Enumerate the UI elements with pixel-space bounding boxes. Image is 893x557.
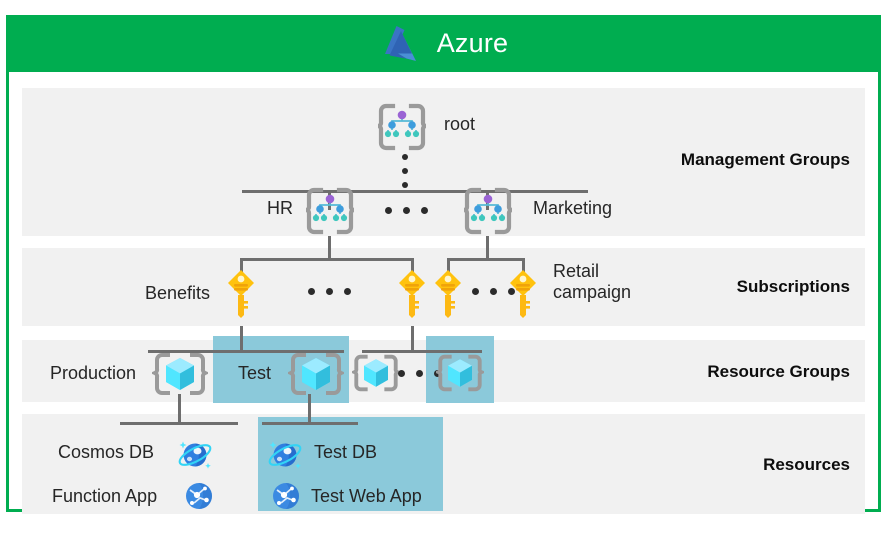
- section-label-resource-groups: Resource Groups: [707, 362, 850, 381]
- connector-production-bus: [120, 422, 238, 425]
- app-title: Azure: [436, 28, 509, 58]
- subscriptions-ellipsis-left: [308, 288, 351, 295]
- connector-sub-bus-left-2: [240, 258, 414, 261]
- section-label-management-groups: Management Groups: [680, 150, 850, 169]
- resource-group-cube-icon[interactable]: [288, 350, 344, 398]
- resource-group-cube-icon[interactable]: [152, 350, 208, 398]
- benefits-label: Benefits: [145, 283, 211, 303]
- connector-mg-bus: [242, 190, 588, 193]
- resource-group-cube-icon[interactable]: [436, 352, 484, 394]
- connector-sub3-down: [411, 326, 414, 352]
- management-groups-ellipsis: [385, 207, 428, 214]
- connector-rg-bus-right: [362, 350, 482, 353]
- resource-group-cube-icon[interactable]: [352, 352, 400, 394]
- root-label: root: [444, 114, 476, 134]
- section-label-resources: Resources: [763, 455, 850, 474]
- connector-sub-4: [447, 258, 450, 272]
- management-groups-vertical-ellipsis: [402, 154, 408, 188]
- function-app-label: Function App: [52, 486, 158, 506]
- connector-benefits-down: [240, 326, 243, 352]
- connector-sub-3: [411, 258, 414, 272]
- test-resource-group-label: Test: [238, 363, 272, 383]
- connector-rg-bus-left: [148, 350, 344, 353]
- function-app-icon[interactable]: [182, 479, 216, 513]
- section-management-groups: [22, 88, 865, 236]
- connector-test-bus: [262, 422, 358, 425]
- connector-sub-benefits: [240, 258, 243, 272]
- section-resources: [22, 414, 865, 514]
- resource-groups-ellipsis: [398, 370, 441, 377]
- marketing-label: Marketing: [533, 198, 613, 218]
- management-group-icon[interactable]: [464, 186, 512, 236]
- key-icon[interactable]: [396, 268, 428, 320]
- hr-label: HR: [267, 198, 293, 218]
- test-web-app-label: Test Web App: [311, 486, 422, 506]
- azure-logo-icon: [379, 24, 423, 64]
- key-icon[interactable]: [432, 268, 464, 320]
- connector-test-down: [308, 394, 311, 424]
- management-group-icon[interactable]: [306, 186, 354, 236]
- connector-marketing-down: [486, 236, 489, 260]
- test-db-label: Test DB: [314, 442, 378, 462]
- connector-sub-bus-right: [447, 258, 525, 261]
- connector-production-down: [178, 394, 181, 424]
- connector-sub-retail: [522, 258, 525, 272]
- title-bar: Azure: [6, 15, 881, 72]
- cosmos-db-icon[interactable]: [176, 436, 214, 474]
- cosmos-db-icon[interactable]: [266, 436, 304, 474]
- key-icon[interactable]: [507, 268, 539, 320]
- subscriptions-ellipsis-right: [472, 288, 515, 295]
- cosmos-db-label: Cosmos DB: [58, 442, 155, 462]
- section-label-subscriptions: Subscriptions: [736, 277, 850, 296]
- connector-hr-down: [328, 236, 331, 260]
- key-icon[interactable]: [225, 268, 257, 320]
- function-app-icon[interactable]: [269, 479, 303, 513]
- production-label: Production: [50, 363, 137, 383]
- management-group-icon[interactable]: [378, 102, 426, 152]
